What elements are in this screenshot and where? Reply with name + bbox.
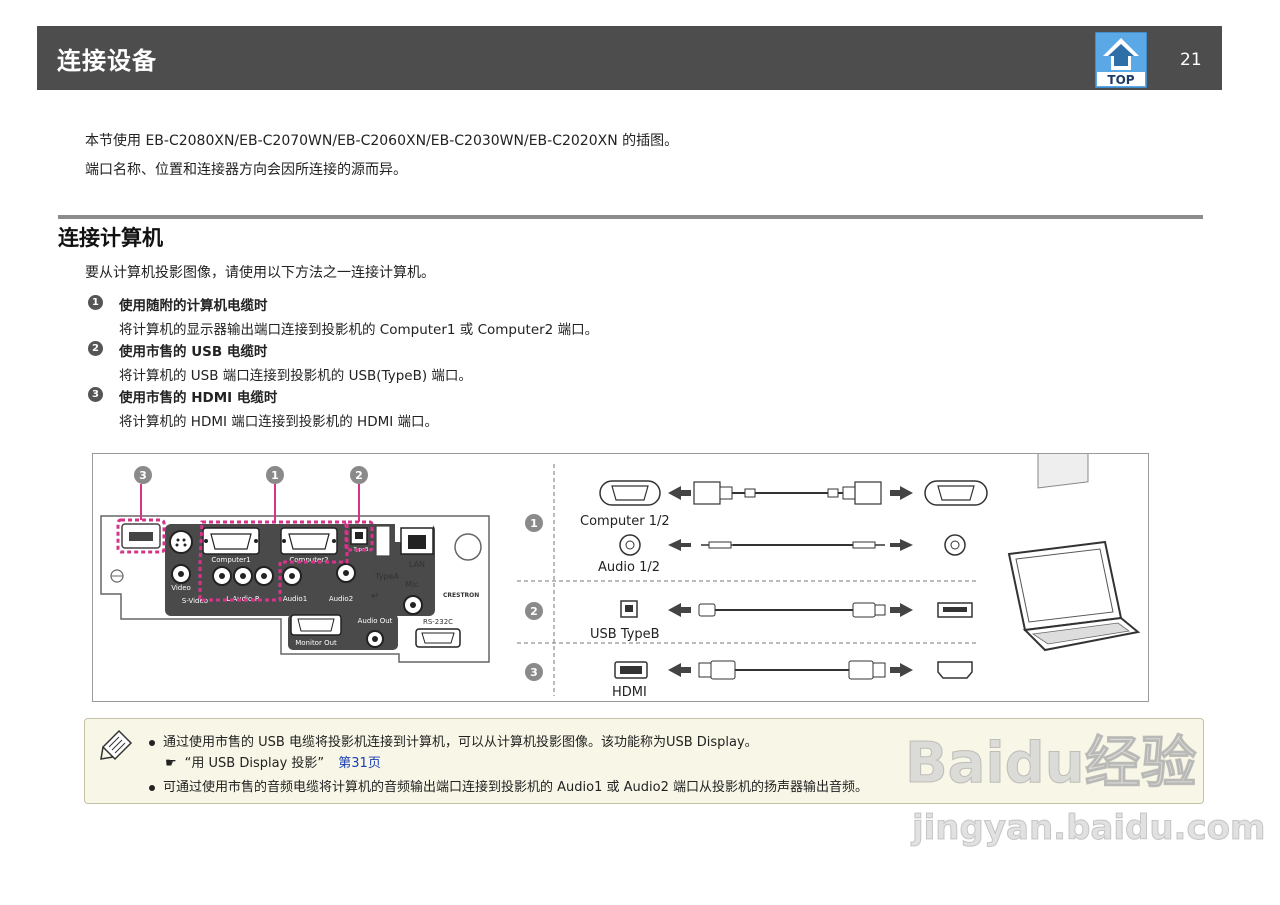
usb-cable-row [620,600,973,618]
connection-figure: Video S-Video Computer1 Computer2 TypeB … [92,453,1149,702]
usb-b-label: TypeB [353,547,369,553]
laptop-icon [1007,454,1141,652]
section-paragraph: 要从计算机投影图像，请使用以下方法之一连接计算机。 [85,265,435,281]
pointing-hand-icon: ☛ [165,756,177,771]
page-header: 连接设备 TOP 21 [37,26,1222,90]
computer2-port [280,527,338,555]
bullet-icon [149,784,155,791]
item-title-3: 使用市售的 HDMI 电缆时 [119,390,278,406]
vga-cable-row [599,480,988,506]
audio-row-label: Audio 1/2 [598,560,660,575]
computer2-label: Computer2 [289,556,328,564]
mic-label: Mic [405,580,419,589]
page-link[interactable]: 第31页 [338,756,381,771]
lan-label: LAN [409,560,425,569]
note-pencil-icon [100,729,133,761]
item-number-3: 3 [88,387,103,402]
row-number-1: 1 [530,517,538,530]
note-reference-text: “用 USB Display 投影” [184,756,325,771]
monitor-out-label: Monitor Out [295,639,337,647]
item-desc-1: 将计算机的显示器输出端口连接到投影机的 Computer1 或 Computer… [119,322,599,338]
item-desc-3: 将计算机的 HDMI 端口连接到投影机的 HDMI 端口。 [119,414,439,430]
watermark-url: jingyan.baidu.com [911,808,1266,849]
callout-3: 3 [139,469,147,482]
usb-row-label: USB TypeB [590,627,660,642]
watermark-logo: Baidu经验 [905,731,1198,797]
bullet-icon [149,739,155,746]
computer1-label: Computer1 [211,556,250,564]
computer-row-label: Computer 1/2 [580,514,670,529]
row-number-3: 3 [530,666,538,679]
top-label: TOP [1107,73,1134,87]
usb-a-port [375,525,391,557]
section-divider [58,215,1203,219]
crestron-label: CRESTRON [443,592,479,599]
page-number: 21 [1180,50,1202,70]
video-label: Video [171,584,191,592]
page-title: 连接设备 [57,47,157,75]
type-a-label: TypeA [374,572,399,581]
intro-line-1: 本节使用 EB-C2080XN/EB-C2070WN/EB-C2060XN/EB… [85,133,679,149]
note-item-1: 通过使用市售的 USB 电缆将投影机连接到计算机，可以从计算机投影图像。该功能称… [149,731,758,750]
note-box: 通过使用市售的 USB 电缆将投影机连接到计算机，可以从计算机投影图像。该功能称… [84,718,1204,804]
row-number-2: 2 [530,605,538,618]
l-audio-r-label: L-Audio-R [226,595,260,603]
computer1-port [202,527,260,555]
connection-diagram: Video S-Video Computer1 Computer2 TypeB … [100,454,1141,700]
usb-arrow-icon: ↵ [371,591,379,602]
note-text-1: 通过使用市售的 USB 电缆将投影机连接到计算机，可以从计算机投影图像。该功能称… [163,735,758,750]
intro-line-2: 端口名称、位置和连接器方向会因所连接的源而异。 [85,162,407,178]
note-text-2: 可通过使用市售的音频电缆将计算机的音频输出端口连接到投影机的 Audio1 或 … [163,780,868,795]
monitor-out-port [290,614,342,636]
hdmi-row-label: HDMI [612,685,647,700]
audio1-label: Audio1 [283,595,307,603]
item-title-2: 使用市售的 USB 电缆时 [119,344,268,360]
note-item-2: 可通过使用市售的音频电缆将计算机的音频输出端口连接到投影机的 Audio1 或 … [149,776,868,795]
section-title: 连接计算机 [58,226,163,250]
audio-cable-row [619,534,966,556]
item-desc-2: 将计算机的 USB 端口连接到投影机的 USB(TypeB) 端口。 [119,368,472,384]
note-reference: ☛ “用 USB Display 投影” 第31页 [165,752,381,771]
callout-1: 1 [271,469,279,482]
audio-out-label: Audio Out [358,617,393,625]
hdmi-cable-row [614,660,973,680]
top-icon[interactable]: TOP [1095,32,1147,88]
rs232c-label: RS-232C [423,618,453,626]
item-number-1: 1 [88,295,103,310]
audio2-label: Audio2 [329,595,353,603]
item-title-1: 使用随附的计算机电缆时 [119,298,268,314]
s-video-label: S-Video [182,597,208,605]
item-number-2: 2 [88,341,103,356]
callout-2: 2 [355,469,363,482]
